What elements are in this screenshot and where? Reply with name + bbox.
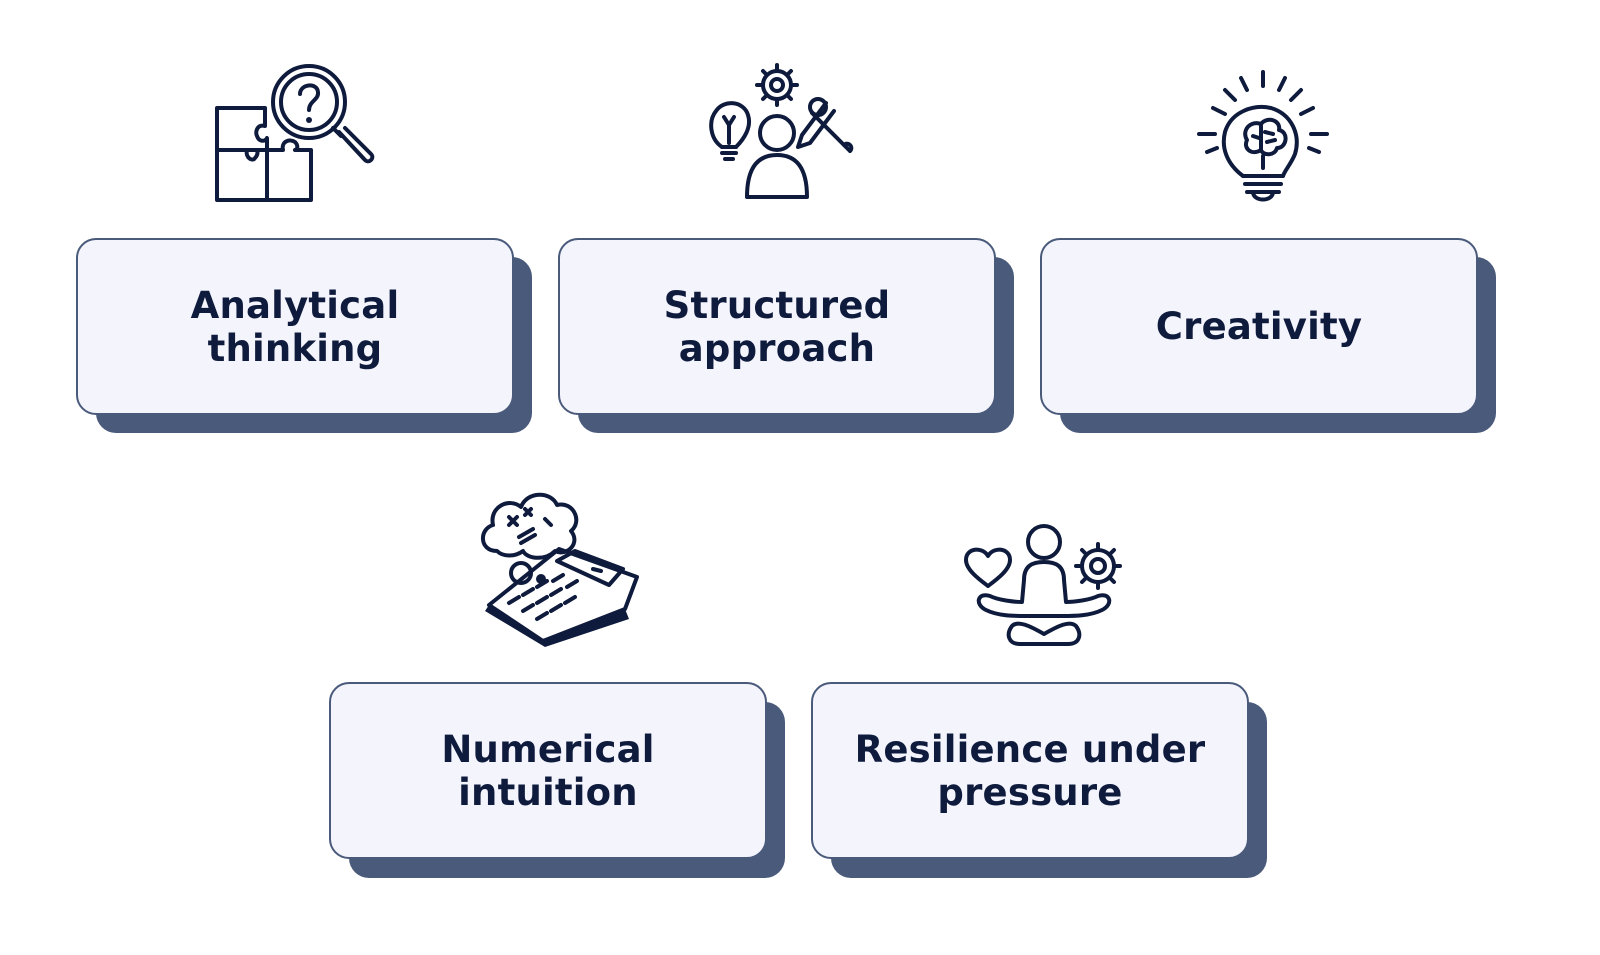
skill-card-creativity: Creativity — [1040, 238, 1478, 415]
skill-card-numerical-intuition: Numerical intuition — [329, 682, 767, 859]
meditating-person-heart-gear-icon — [962, 522, 1127, 650]
skill-label-creativity: Creativity — [1155, 305, 1363, 348]
calculator-thought-cloud-icon — [475, 485, 645, 650]
lightbulb-brain-icon — [1195, 68, 1331, 208]
person-with-bulb-gear-tools-icon — [700, 55, 860, 205]
skill-label-analytical-thinking: Analytical thinking — [190, 283, 400, 370]
skill-label-numerical-intuition: Numerical intuition — [441, 727, 655, 814]
skill-card-analytical-thinking: Analytical thinking — [76, 238, 514, 415]
skill-card-structured-approach: Structured approach — [558, 238, 996, 415]
skill-label-resilience-under-pressure: Resilience under pressure — [854, 727, 1206, 814]
puzzle-magnifier-question-icon — [205, 58, 385, 208]
skill-card-resilience-under-pressure: Resilience under pressure — [811, 682, 1249, 859]
skill-label-structured-approach: Structured approach — [663, 283, 891, 370]
